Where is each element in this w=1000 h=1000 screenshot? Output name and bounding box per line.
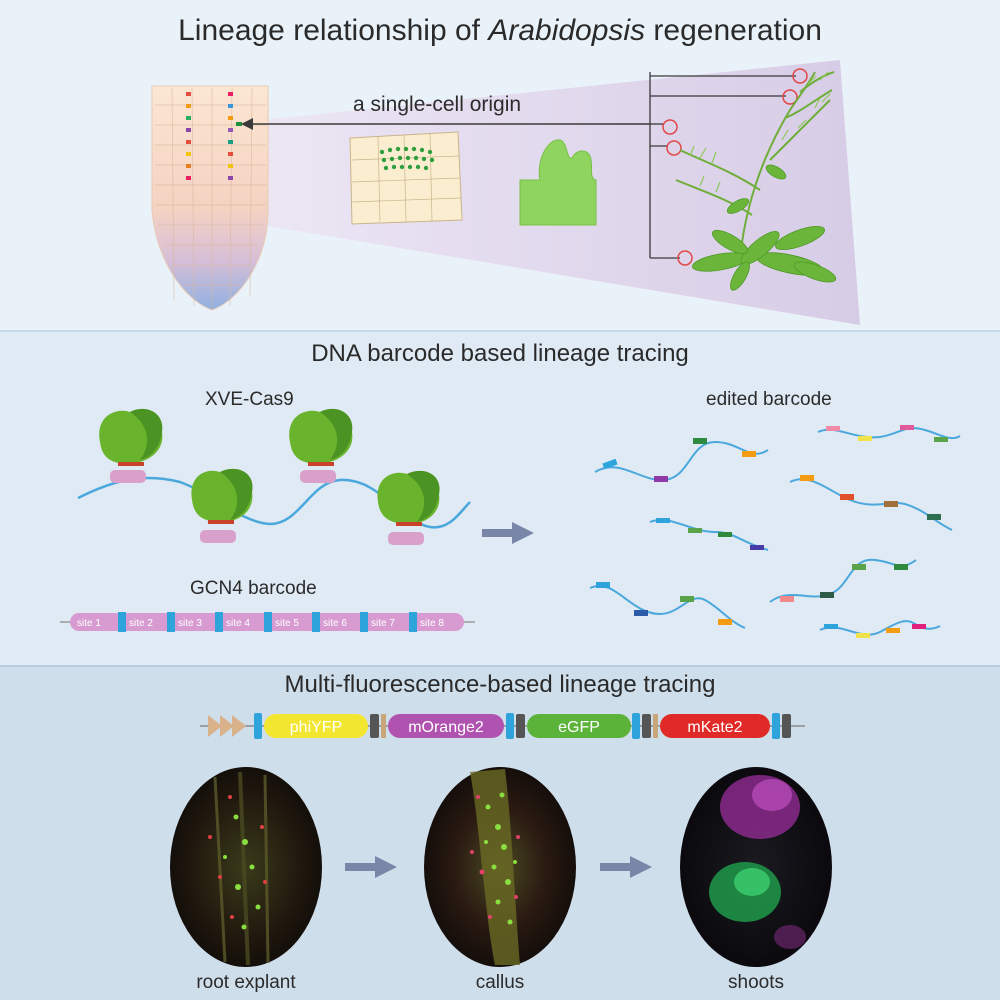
site-label: site 2 <box>129 618 153 629</box>
site-label: site 4 <box>226 618 250 629</box>
gcn4-barcode-label: GCN4 barcode <box>190 578 317 599</box>
cas9-protein-icon <box>377 470 440 545</box>
arrow-icon <box>482 522 534 544</box>
protein-capsule <box>388 714 504 738</box>
cas9-label: XVE-Cas9 <box>205 389 294 410</box>
edited-barcode-label: edited barcode <box>706 389 832 410</box>
origin-label: a single-cell origin <box>353 93 522 116</box>
panel3-illustration: phiYFP mOrange2 eGFP mKate2 <box>170 713 832 967</box>
panel3-title: Multi-fluorescence-based lineage tracing <box>284 671 716 698</box>
title-suffix: regeneration <box>645 14 822 47</box>
site-label: site 5 <box>275 618 299 629</box>
stage-label-callus: callus <box>475 972 525 993</box>
protein-label: eGFP <box>558 719 600 736</box>
lineage-tree <box>649 72 796 259</box>
callus-icon <box>349 131 463 225</box>
shoot-icon <box>519 139 597 226</box>
origin-circles <box>662 68 808 266</box>
protein-capsule <box>660 714 770 738</box>
protein-label: phiYFP <box>290 719 342 736</box>
panel1-illustration <box>151 60 860 325</box>
panel-lineage-relationship: Lineage relationship of Arabidopsis rege… <box>0 0 1000 330</box>
stage-label-shoots: shoots <box>728 972 784 993</box>
protein-label: mKate2 <box>687 719 742 736</box>
panel2-illustration: site 1 site 2 site 3 site 4 site 5 site … <box>60 408 961 638</box>
panel-dna-barcode: DNA barcode based lineage tracing XVE-Ca… <box>0 330 1000 667</box>
site-label: site 6 <box>323 618 347 629</box>
micrograph-root-explant <box>170 767 322 967</box>
arrow-icon <box>600 856 652 878</box>
cas9-protein-icon <box>99 408 163 483</box>
protein-bars: phiYFP mOrange2 eGFP mKate2 <box>264 714 770 738</box>
site-label: site 8 <box>420 618 444 629</box>
panel-multi-fluorescence: Multi-fluorescence-based lineage tracing <box>0 665 1000 1000</box>
panel1-title: Lineage relationship of Arabidopsis rege… <box>0 14 1000 48</box>
title-prefix: Lineage relationship of <box>178 14 489 47</box>
edited-barcodes <box>589 427 961 636</box>
cas9-protein-icon <box>191 468 253 543</box>
root-tip-icon <box>151 85 269 311</box>
site-label: site 7 <box>371 618 395 629</box>
cas9-protein-icon <box>289 408 353 483</box>
dna-strand-icon <box>77 476 471 529</box>
site-label: site 3 <box>178 618 202 629</box>
micrograph-callus <box>424 767 576 967</box>
micrograph-shoots <box>680 767 832 967</box>
panel2-title: DNA barcode based lineage tracing <box>311 340 689 367</box>
title-species: Arabidopsis <box>488 14 646 47</box>
barcode-marks <box>596 425 948 638</box>
site-label: site 1 <box>77 618 101 629</box>
gcn4-barcode-bar: site 1 site 2 site 3 site 4 site 5 site … <box>60 612 475 632</box>
protein-capsule <box>527 714 631 738</box>
plant-icon <box>675 71 837 291</box>
stage-label-root-explant: root explant <box>196 972 296 993</box>
arrow-icon <box>345 856 397 878</box>
protein-label: mOrange2 <box>408 719 484 736</box>
protein-capsule <box>264 714 368 738</box>
